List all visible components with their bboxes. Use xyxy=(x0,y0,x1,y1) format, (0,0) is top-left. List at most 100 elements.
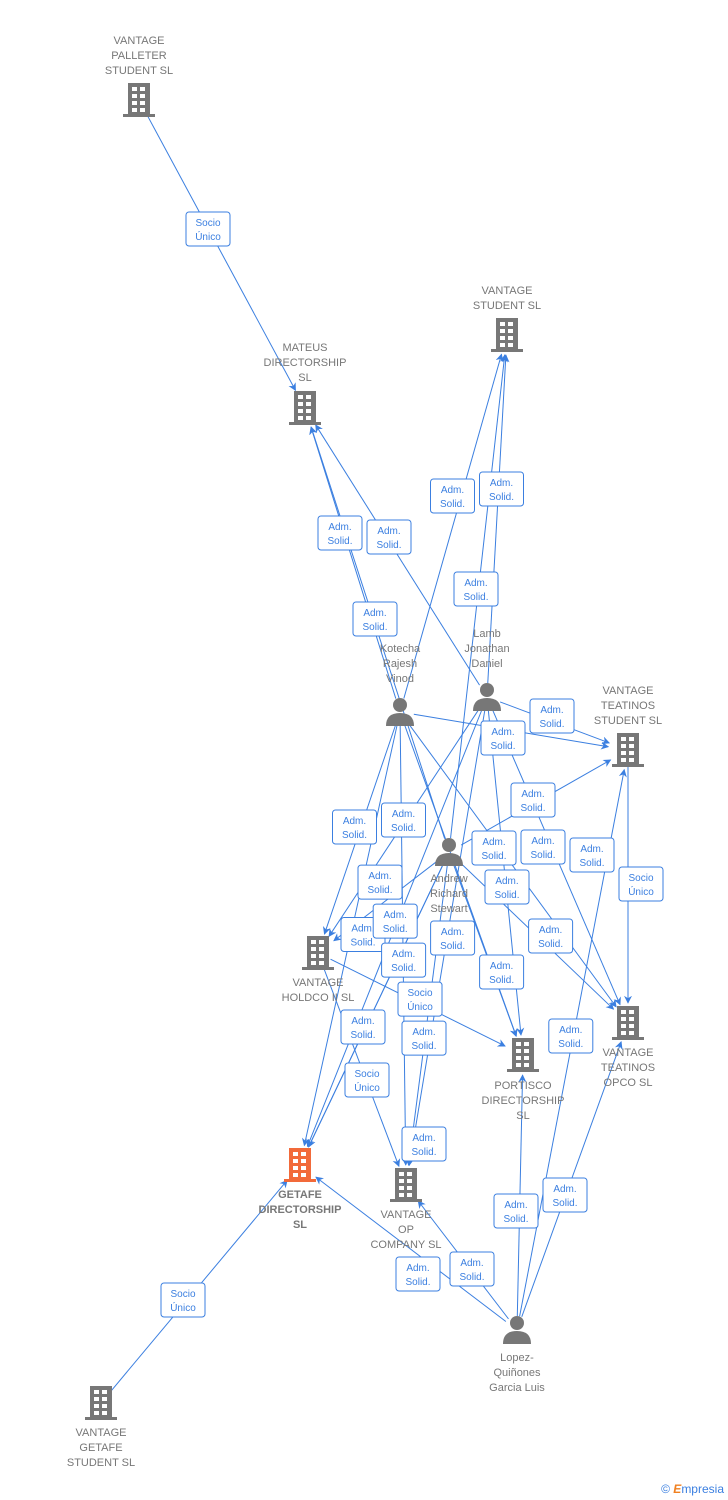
relation-label[interactable]: Adm.Solid. xyxy=(542,1177,588,1213)
relation-label-text: Adm. xyxy=(392,949,415,960)
relation-label[interactable]: Adm.Solid. xyxy=(493,1193,539,1229)
relation-label-text: Adm. xyxy=(540,705,563,716)
relation-label[interactable]: Adm.Solid. xyxy=(484,869,530,905)
relation-label[interactable]: Adm.Solid. xyxy=(332,809,377,845)
relation-label[interactable]: Adm.Solid. xyxy=(357,864,403,900)
relation-label-text: Adm. xyxy=(580,844,603,855)
node-label: GETAFE xyxy=(79,1442,122,1454)
relation-label[interactable]: Adm.Solid. xyxy=(317,515,363,551)
building-icon xyxy=(612,1006,644,1040)
relation-label[interactable]: Adm.Solid. xyxy=(479,471,524,507)
relation-label[interactable]: Adm.Solid. xyxy=(395,1256,441,1292)
edge-kotecha-vstudent xyxy=(403,353,504,699)
relation-label-text: Adm. xyxy=(384,910,407,921)
building-icon xyxy=(289,391,321,425)
relation-label[interactable]: Adm.Solid. xyxy=(340,1009,386,1045)
relation-label[interactable]: Adm.Solid. xyxy=(520,829,566,865)
relation-label[interactable]: Adm.Solid. xyxy=(381,802,426,838)
relation-label[interactable]: Adm.Solid. xyxy=(366,519,412,555)
node-label: Daniel xyxy=(471,658,502,670)
person-icon xyxy=(473,683,501,711)
node-gstudent[interactable]: VANTAGE GETAFE STUDENT SL xyxy=(67,1386,135,1469)
relation-label[interactable]: Adm.Solid. xyxy=(430,478,475,514)
relation-label[interactable]: Adm.Solid. xyxy=(480,720,526,756)
relation-label-text: Socio xyxy=(354,1069,379,1080)
relation-label-text: Adm. xyxy=(343,816,366,827)
edge-andrew-portisco xyxy=(453,864,518,1037)
relation-label[interactable]: Adm.Solid. xyxy=(548,1018,594,1054)
relation-label-text: Único xyxy=(628,885,654,898)
node-label: Rajesh xyxy=(383,658,417,670)
relation-label[interactable]: Adm. Solid. xyxy=(372,903,418,939)
relation-label-text: Adm. xyxy=(491,727,514,738)
relation-label-text: Solid. xyxy=(362,622,387,633)
relation-label-text: Solid. xyxy=(327,536,352,547)
relation-label[interactable]: Adm.Solid. xyxy=(479,954,525,990)
relation-label[interactable]: Adm.Solid. xyxy=(569,837,615,873)
relation-label-text: Adm. xyxy=(464,578,487,589)
relation-label[interactable]: Adm.Solid. xyxy=(449,1251,495,1287)
relation-label-text: Solid. xyxy=(489,492,514,503)
node-label: Lopez- xyxy=(500,1352,534,1364)
relation-label-text: Solid. xyxy=(383,924,408,935)
node-label: TEATINOS xyxy=(601,1062,655,1074)
relation-label-text: Solid. xyxy=(520,803,545,814)
node-label: DIRECTORSHIP xyxy=(264,357,347,369)
node-label: STUDENT SL xyxy=(67,1457,135,1469)
building-icon xyxy=(491,318,523,352)
relation-label-text: Adm. xyxy=(559,1025,582,1036)
relation-label-text: Único xyxy=(195,230,221,243)
person-icon xyxy=(503,1316,531,1344)
relation-label-text: Solid. xyxy=(440,499,465,510)
relation-label[interactable]: Adm.Solid. xyxy=(453,571,499,607)
relation-label[interactable]: Adm.Solid. xyxy=(529,698,575,734)
node-label: Garcia Luis xyxy=(489,1382,545,1394)
relation-label[interactable]: Adm.Solid. xyxy=(352,601,398,637)
relation-label[interactable]: Adm.Solid. xyxy=(430,920,476,956)
relation-label-text: Adm. xyxy=(368,871,391,882)
relation-label-text: Solid. xyxy=(376,540,401,551)
node-label: VANTAGE xyxy=(76,1427,127,1439)
relation-label-text: Adm. xyxy=(531,836,554,847)
relation-label[interactable]: Adm.Solid. xyxy=(510,782,556,818)
relation-label-text: Solid. xyxy=(350,1030,375,1041)
edge-lamb-vstudent xyxy=(487,354,510,684)
node-label: SL xyxy=(293,1219,307,1231)
node-label: STUDENT SL xyxy=(473,300,541,312)
relation-label-text: Adm. xyxy=(495,876,518,887)
relation-label[interactable]: Adm.Solid. xyxy=(401,1126,447,1162)
node-label: Richard xyxy=(430,888,468,900)
relation-label-text: Adm. xyxy=(490,961,513,972)
node-label: SL xyxy=(298,372,311,384)
relation-label[interactable]: Adm.Solid. xyxy=(471,830,517,866)
relation-label[interactable]: Adm.Solid. xyxy=(401,1020,447,1056)
edge-kotecha-mateus xyxy=(309,426,397,699)
node-label: Quiñones xyxy=(493,1367,541,1379)
relation-label[interactable]: Adm.Solid. xyxy=(381,942,427,978)
node-label: HOLDCO II SL xyxy=(282,992,355,1004)
relation-label[interactable]: Adm.Solid. xyxy=(528,918,574,954)
brand-logo: E xyxy=(673,1482,682,1496)
relation-label-text: Adm. xyxy=(412,1133,435,1144)
building-icon xyxy=(123,83,155,117)
relation-label-text: Adm. xyxy=(460,1258,483,1269)
